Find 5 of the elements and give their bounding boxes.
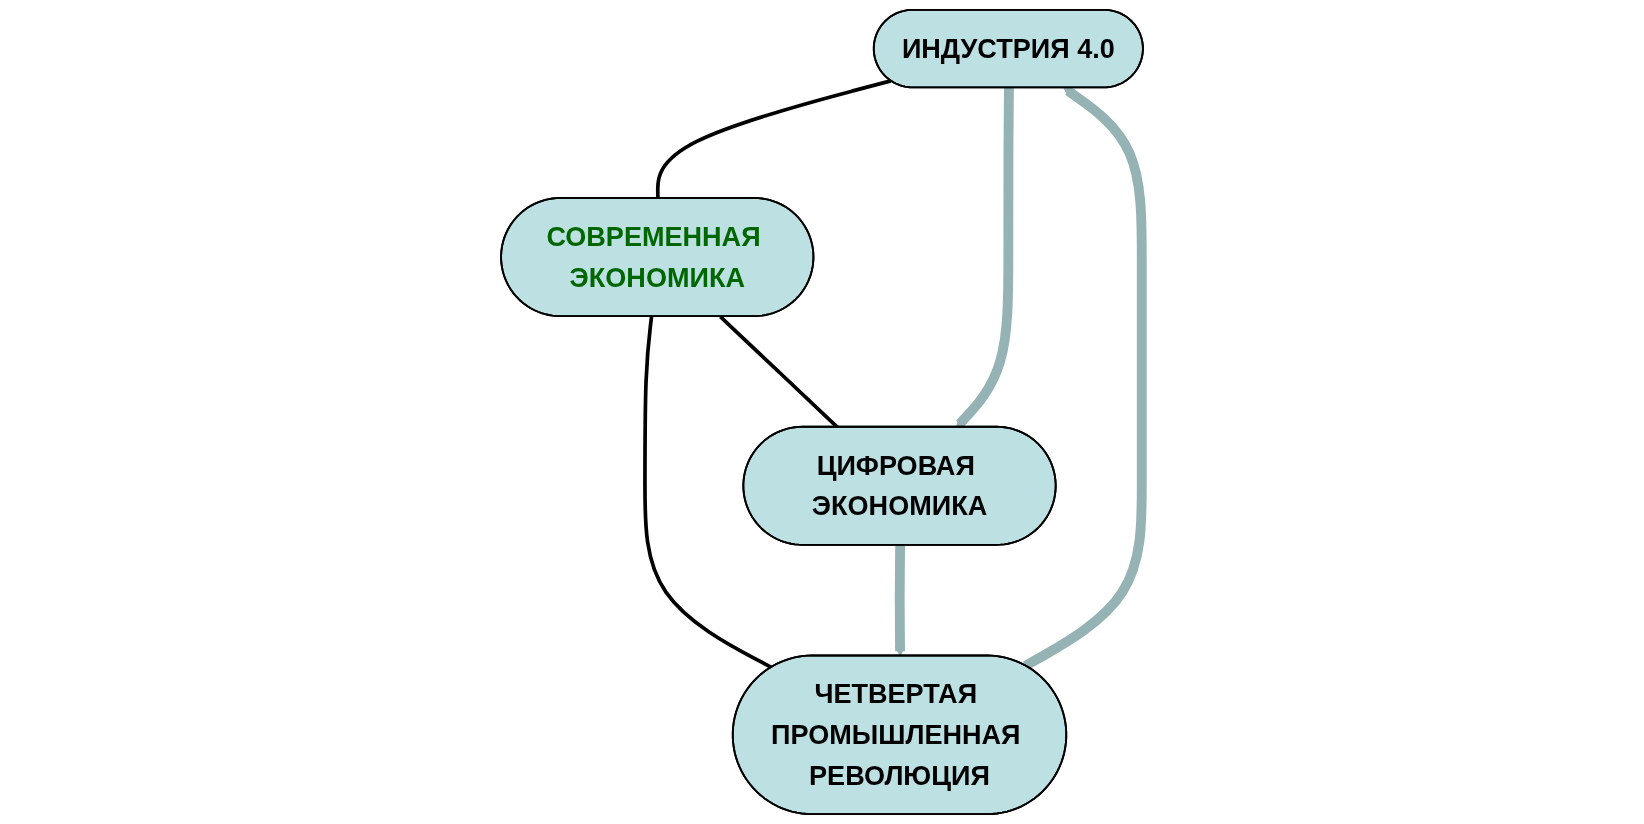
- connector: [655, 79, 892, 199]
- arrow: [1023, 86, 1147, 671]
- arrow: [955, 87, 1014, 428]
- arrow: [894, 545, 906, 657]
- connector: [643, 316, 773, 670]
